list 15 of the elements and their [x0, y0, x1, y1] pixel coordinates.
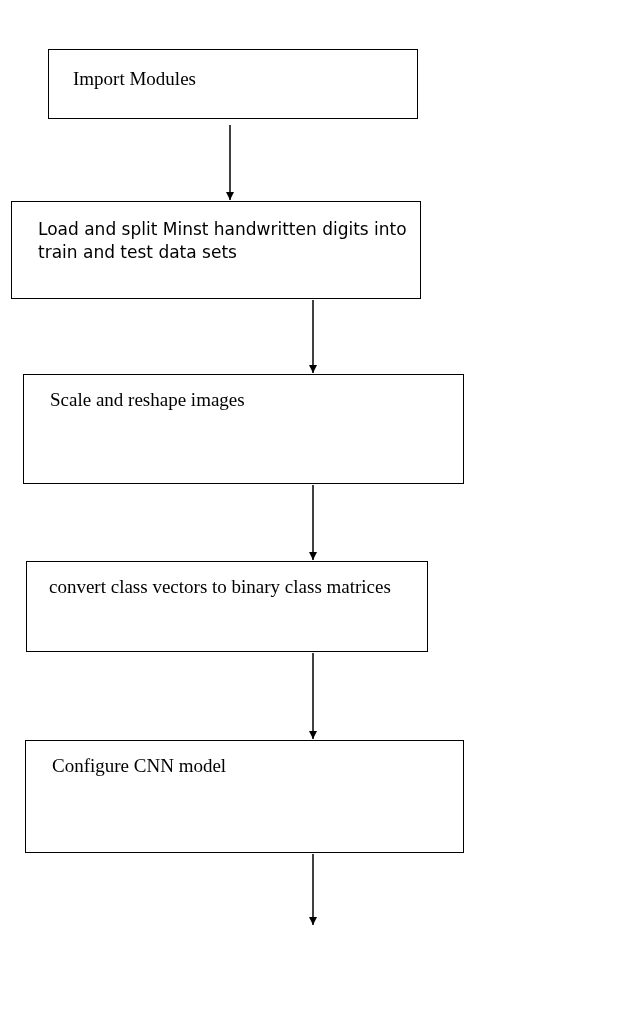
process-box: [26, 561, 428, 652]
step-text: Scale and reshape images: [50, 388, 245, 412]
process-box: [48, 49, 418, 119]
step-text: Load and split Minst handwritten digits into train and test data sets: [38, 218, 408, 264]
step-text: Import Modules: [73, 67, 196, 91]
step-text: Configure CNN model: [52, 754, 227, 778]
process-box: [23, 374, 464, 484]
arrow: [226, 124, 234, 201]
step-text: convert class vectors to binary class matrices: [49, 575, 391, 599]
process-box: [11, 201, 421, 299]
arrow: [309, 484, 317, 561]
arrow: [309, 299, 317, 374]
process-box: [25, 740, 464, 853]
arrow: [309, 853, 317, 926]
arrow: [309, 652, 317, 740]
